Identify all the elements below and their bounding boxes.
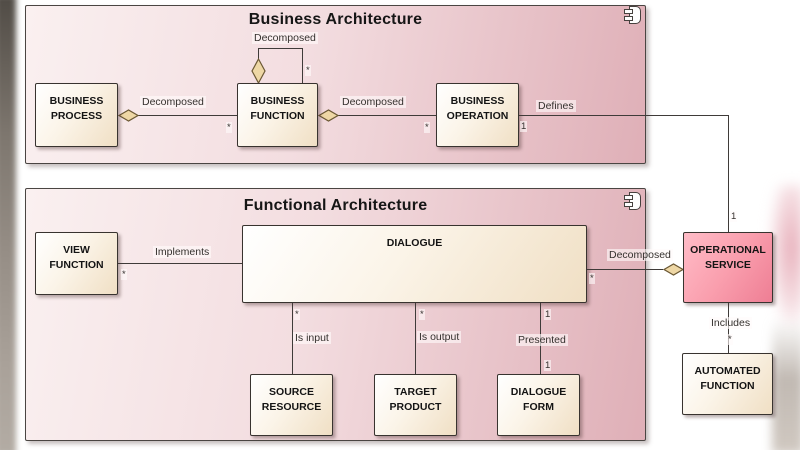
class-name-line: SERVICE — [705, 259, 751, 271]
connector-label-defines: Defines — [536, 100, 576, 112]
class-name-line: FUNCTION — [700, 380, 755, 392]
connector-label-decomposed: Decomposed — [607, 249, 673, 261]
component-icon-tab — [624, 202, 633, 207]
multiplicity-label: 1 — [520, 121, 528, 132]
class-source-resource: SOURCE RESOURCE — [250, 374, 333, 436]
multiplicity-label: * — [589, 273, 595, 284]
connector-bf-self-seg1 — [257, 48, 259, 60]
multiplicity-label: * — [727, 334, 733, 345]
class-automated-function: AUTOMATED FUNCTION — [682, 353, 773, 415]
class-name-line: PROCESS — [50, 110, 103, 122]
package-title: Business Architecture — [248, 11, 423, 28]
multiplicity-label: 1 — [544, 309, 552, 320]
connector-dialogue-os — [587, 268, 663, 270]
connector-bo-os-seg1 — [519, 114, 729, 116]
class-name-line: AUTOMATED — [694, 365, 761, 377]
class-name-line: OPERATIONAL — [690, 244, 766, 256]
class-name-line: VIEW FUNCTION — [49, 244, 104, 271]
component-icon-tab — [624, 9, 633, 14]
component-icon — [624, 6, 643, 25]
multiplicity-label: * — [226, 122, 232, 133]
connector-bf-self-seg2 — [257, 47, 303, 49]
class-view-function: VIEW FUNCTION — [35, 232, 118, 295]
connector-label-is-output: Is output — [417, 331, 462, 343]
class-name-line: DIALOGUE FORM — [510, 386, 567, 413]
class-target-product: TARGET PRODUCT — [374, 374, 457, 436]
class-name-line: RESOURCE — [261, 401, 322, 413]
edge-blur-right-grey — [772, 318, 800, 450]
class-name-line: SOURCE — [269, 386, 314, 398]
connector-label-presented: Presented — [516, 334, 568, 346]
connector-bo-os-seg2 — [727, 115, 729, 232]
multiplicity-label: 1 — [730, 211, 738, 222]
connector-label-decomposed: Decomposed — [340, 96, 406, 108]
component-icon — [624, 192, 643, 211]
connector-label-implements: Implements — [153, 246, 212, 258]
aggregation-diamond-icon — [117, 109, 140, 127]
component-icon-tab — [624, 195, 633, 200]
connector-bp-bf — [138, 114, 237, 116]
connector-vf-dialogue — [118, 262, 242, 264]
class-name-line: BUSINESS — [250, 95, 305, 107]
package-business-architecture: Business Architecture — [25, 5, 646, 164]
edge-blur-left — [0, 0, 16, 450]
class-dialogue: DIALOGUE — [242, 225, 587, 303]
multiplicity-label: * — [424, 122, 430, 133]
class-dialogue-form: DIALOGUE FORM — [497, 374, 580, 436]
class-business-process: BUSINESS PROCESS — [35, 83, 118, 147]
class-name-line: PRODUCT — [389, 401, 442, 413]
class-name-line: BUSINESS — [450, 95, 505, 107]
aggregation-diamond-icon — [317, 109, 340, 127]
connector-label-is-input: Is input — [293, 332, 331, 344]
multiplicity-label: * — [419, 309, 425, 320]
class-name-line: TARGET — [394, 386, 437, 398]
connector-dialogue-source-resource — [291, 303, 293, 374]
connector-bf-self-seg3 — [301, 48, 303, 83]
component-icon-tab — [624, 16, 633, 21]
connector-label-includes: Includes — [709, 317, 753, 329]
class-business-function: BUSINESS FUNCTION — [237, 83, 318, 147]
class-business-operation: BUSINESS OPERATION — [436, 83, 519, 147]
multiplicity-label: * — [121, 269, 127, 280]
multiplicity-label: 1 — [544, 360, 552, 371]
class-name-line: BUSINESS — [49, 95, 104, 107]
connector-label-decomposed: Decomposed — [140, 96, 206, 108]
class-name-line: FUNCTION — [250, 110, 305, 122]
connector-bf-bo — [338, 114, 436, 116]
class-name-line: OPERATION — [446, 110, 509, 122]
class-name-line: DIALOGUE — [386, 237, 443, 249]
package-title: Functional Architecture — [243, 197, 428, 214]
edge-blur-right-pink — [770, 185, 800, 325]
multiplicity-label: * — [294, 309, 300, 320]
connector-label-decomposed: Decomposed — [252, 32, 318, 44]
aggregation-diamond-icon — [662, 263, 685, 281]
class-operational-service: OPERATIONAL SERVICE — [683, 232, 773, 303]
connector-dialogue-target-product — [414, 303, 416, 374]
multiplicity-label: * — [305, 65, 311, 76]
